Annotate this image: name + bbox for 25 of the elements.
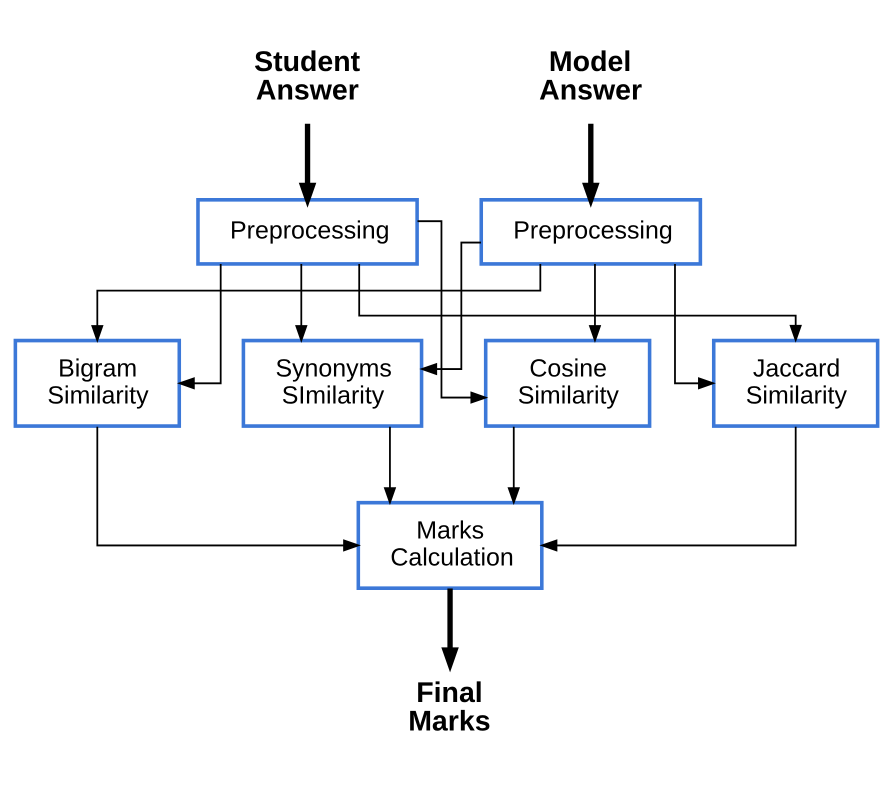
arrow xyxy=(358,264,802,342)
node-box: Jaccard Similarity xyxy=(712,338,880,428)
arrow xyxy=(441,588,459,672)
node-box: Synonyms SImilarity xyxy=(242,338,424,428)
node-text: Model Answer xyxy=(539,46,642,106)
node-text: Student Answer xyxy=(254,46,360,106)
arrow xyxy=(418,220,488,404)
arrow xyxy=(582,123,600,208)
arrow xyxy=(176,264,222,390)
node-box: Cosine Similarity xyxy=(484,338,652,428)
node-box: Preprocessing xyxy=(479,198,702,266)
arrow xyxy=(91,264,542,342)
arrow xyxy=(384,426,396,505)
arrow xyxy=(674,264,716,390)
arrow xyxy=(540,426,797,552)
arrow xyxy=(508,426,520,505)
node-box: Marks Calculation xyxy=(356,500,544,590)
arrow xyxy=(588,264,602,343)
node-text: Final Marks xyxy=(408,676,491,737)
arrow xyxy=(419,241,481,375)
arrow xyxy=(295,264,308,343)
node-box: Preprocessing xyxy=(196,198,419,266)
node-box: Bigram Similarity xyxy=(14,338,182,428)
arrow xyxy=(298,123,316,208)
arrow xyxy=(96,426,361,552)
